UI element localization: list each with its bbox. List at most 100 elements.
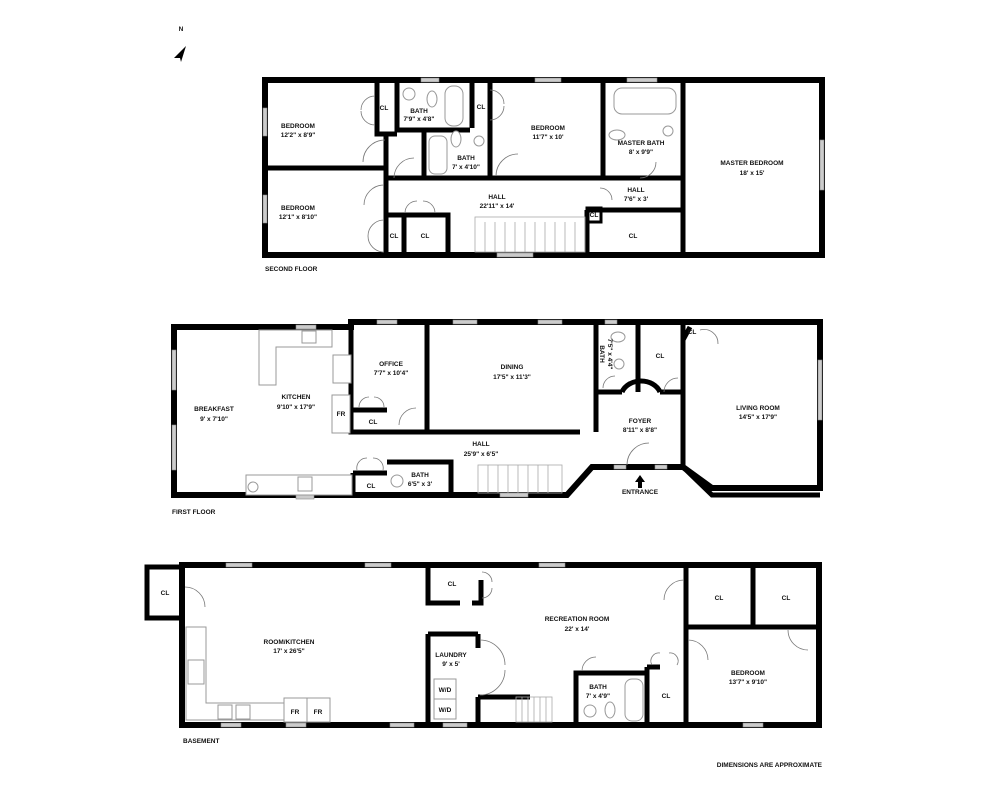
room-name: LIVING ROOM [736, 405, 780, 412]
room-name: HALL [488, 194, 505, 201]
toilet-icon [426, 90, 438, 108]
stove-icon [187, 659, 205, 685]
toilet-icon [450, 130, 462, 148]
disclaimer: DIMENSIONS ARE APPROXIMATE [717, 762, 823, 769]
room-name: BREAKFAST [194, 406, 234, 413]
room-name: FOYER [629, 418, 652, 425]
room-name: BATH [589, 684, 607, 691]
closet-label: CL [715, 595, 724, 602]
room-dims: 11'7" x 10' [532, 134, 564, 141]
room-name: DINING [501, 364, 524, 371]
sink-icon [217, 704, 233, 720]
sink-icon [473, 135, 485, 147]
sink-icon [235, 704, 251, 720]
kitchen-fixtures [245, 329, 626, 496]
toilet-icon [604, 701, 616, 719]
room-dims: 7' x 4'9" [586, 693, 610, 700]
sink-icon [583, 704, 597, 718]
basement-stairs [515, 696, 553, 723]
sink-icon [662, 125, 674, 137]
room-name: BEDROOM [731, 670, 765, 677]
room-dims: 7'9" x 4'8" [404, 116, 435, 123]
closet-label: CL [629, 233, 638, 240]
second-floor-doors [360, 89, 657, 253]
room-dims: 7'6" x 3' [624, 196, 649, 203]
room-name: BATH [598, 345, 605, 363]
room-name: HALL [627, 187, 644, 194]
room-name: MASTER BATH [618, 140, 665, 147]
closet-label: CL [477, 104, 486, 111]
room-name: RECREATION ROOM [545, 616, 610, 623]
bathtub-icon [613, 87, 677, 115]
fridge-label: FR [314, 709, 323, 716]
room-dims: 14'5" x 17'9" [739, 414, 777, 421]
closet-label: CL [161, 590, 170, 597]
entrance-arrow-icon [635, 475, 645, 488]
basement-outer-wall [179, 562, 822, 728]
room-dims: 8' x 9'9" [629, 149, 653, 156]
room-dims: 7' x 4'10" [452, 164, 480, 171]
basement: ROOM/KITCHEN 17' x 26'5" RECREATION ROOM… [144, 562, 822, 745]
room-dims: 9'10" x 17'9" [277, 404, 315, 411]
basement-closet [144, 564, 185, 621]
closet-label: CL [782, 595, 791, 602]
second-floor-interior-walls [265, 80, 686, 255]
bathtub-icon [624, 678, 644, 722]
room-name: HALL [472, 441, 489, 448]
closet-label: CL [390, 233, 399, 240]
fridge [306, 697, 331, 723]
sink-icon [613, 358, 625, 370]
sink-icon [390, 474, 404, 488]
first-floor-stairs [477, 464, 563, 494]
sink-icon [247, 481, 259, 493]
floor-label: BASEMENT [183, 738, 220, 745]
closet-label: CL [662, 693, 671, 700]
closet-label: CL [448, 581, 457, 588]
closet-label: CL [367, 483, 376, 490]
room-name: OFFICE [379, 361, 403, 368]
fridge-label: FR [337, 411, 346, 418]
second-floor-fixtures [402, 85, 677, 175]
closet-label: CL [380, 105, 389, 112]
fridge [331, 394, 351, 434]
room-dims: 7'5" x 4'4" [606, 339, 613, 370]
north-arrow-icon [174, 46, 186, 62]
sink-icon [301, 330, 317, 344]
closet-label: CL [369, 419, 378, 426]
room-name: BEDROOM [531, 125, 565, 132]
small-closet [585, 206, 603, 224]
bathtub-icon [444, 85, 464, 127]
first-floor: BREAKFAST 9' x 7'10" KITCHEN 9'10" x 17'… [171, 319, 823, 516]
stove-icon [332, 354, 352, 384]
washer-dryer-label: W/D [439, 707, 452, 714]
basement-doors [184, 571, 809, 696]
room-dims: 13'7" x 9'10" [729, 679, 767, 686]
first-floor-interior-walls [348, 322, 693, 497]
closet-label: CL [656, 353, 665, 360]
washer-dryer-label: W/D [439, 687, 452, 694]
room-dims: 6'5" x 3' [408, 481, 433, 488]
room-dims: 22' x 14' [565, 626, 590, 633]
room-name: MASTER BEDROOM [720, 160, 783, 167]
room-dims: 12'2" x 8'9" [281, 132, 316, 139]
kitchen-island [258, 329, 333, 386]
room-name: LAUNDRY [435, 652, 467, 659]
toilet-icon [608, 129, 626, 141]
closet-label: CL [590, 212, 599, 219]
sink-icon [297, 476, 313, 492]
room-dims: 17' x 26'5" [273, 648, 304, 655]
floor-label: SECOND FLOOR [265, 266, 318, 273]
room-dims: 25'9" x 6'5" [464, 451, 499, 458]
fridge-label: FR [291, 709, 300, 716]
first-floor-doors [356, 329, 719, 471]
sink-icon [402, 87, 416, 101]
second-floor-windows [262, 77, 825, 258]
room-name: BATH [411, 472, 429, 479]
washer-dryer [433, 698, 457, 720]
room-dims: 9' x 5' [442, 661, 460, 668]
second-floor: BEDROOM 12'2" x 8'9" BEDROOM 12'1" x 8'1… [262, 77, 825, 273]
floor-label: FIRST FLOOR [172, 509, 216, 516]
first-floor-windows [171, 319, 823, 500]
room-dims: 18' x 15' [740, 170, 765, 177]
